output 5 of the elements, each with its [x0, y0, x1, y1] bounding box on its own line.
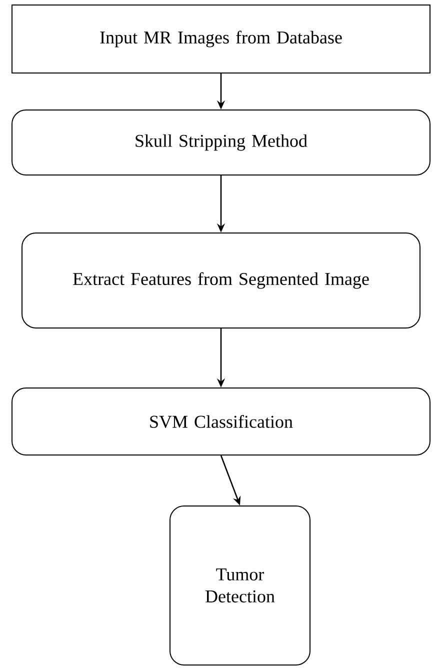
process-box: Extract Features from Segmented Image: [22, 232, 420, 328]
input-box: Input MR Images from Database: [12, 4, 430, 74]
output-box: Tumor Detection: [170, 506, 310, 666]
process-box: Skull Stripping Method: [12, 110, 430, 176]
process-box: SVM Classification: [12, 388, 430, 456]
